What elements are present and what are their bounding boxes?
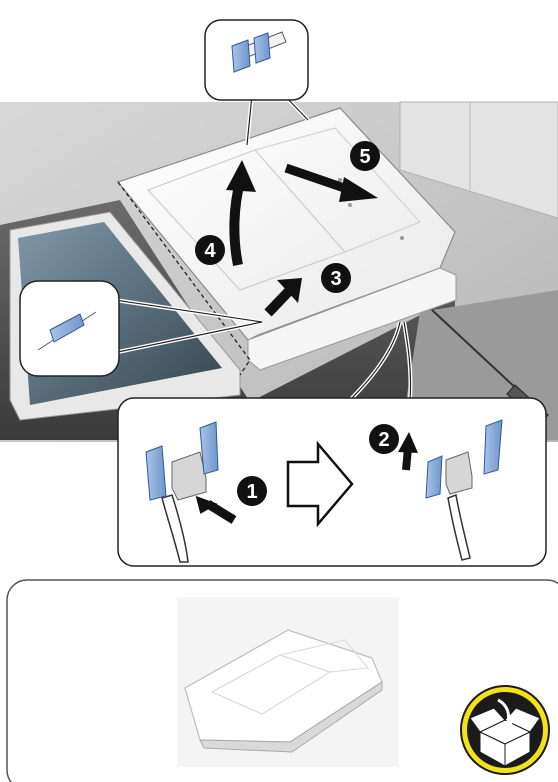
step-badge-1: 1	[237, 476, 267, 506]
clip-blue-left	[426, 456, 442, 498]
step-number: 4	[204, 240, 216, 262]
rotate-up-arrow	[234, 182, 240, 265]
main-photo	[0, 102, 558, 442]
step-badge-2: 2	[369, 424, 399, 454]
clip-blue-left	[146, 446, 166, 500]
step-number: 3	[330, 268, 341, 290]
step-number: 2	[378, 429, 389, 451]
open-box-with-arrow-icon	[461, 686, 549, 774]
step-number: 1	[246, 481, 257, 503]
clip-grey-block	[446, 452, 472, 494]
step-badge-4: 4	[195, 235, 225, 265]
screw-hole	[400, 236, 404, 240]
removed-part-panel	[7, 580, 558, 782]
step-number: 5	[359, 146, 370, 168]
screw-hole	[348, 203, 352, 207]
step-badge-5: 5	[350, 141, 380, 171]
step-badge-3: 3	[321, 263, 351, 293]
